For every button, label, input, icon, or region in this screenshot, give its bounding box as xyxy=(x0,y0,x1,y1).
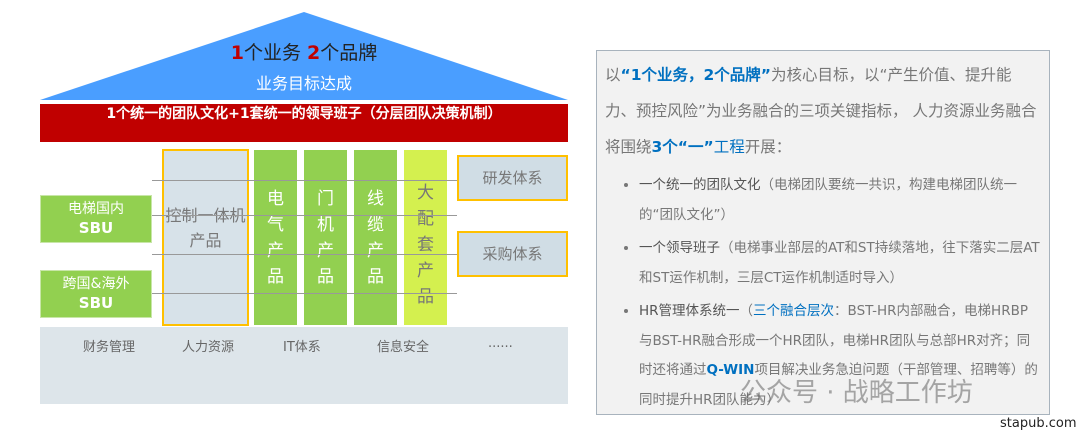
connector-line xyxy=(152,293,457,294)
base-more: ...... xyxy=(488,336,513,351)
base-band xyxy=(40,327,568,404)
roof-title: 1个业务 2个品牌 xyxy=(230,42,378,64)
watermark: 公众号 · 战略工作坊 xyxy=(740,378,973,408)
product-cable: 线缆产品 xyxy=(354,150,397,325)
base-it: IT体系 xyxy=(283,340,321,355)
product-electrical: 电气产品 xyxy=(254,150,297,325)
bullet-hr-system: HR管理体系统一（三个融合层次：BST-HR内部融合，电梯HRBP与BST-HR… xyxy=(639,297,1041,415)
connector-line xyxy=(152,215,457,216)
foundation-bar: 1个统一的团队文化+1套统一的领导班子（分层团队决策机制） xyxy=(40,104,568,142)
connector-line xyxy=(152,180,457,181)
product-door: 门机产品 xyxy=(304,150,347,325)
base-security: 信息安全 xyxy=(377,340,430,355)
product-control: 控制一体机产品 xyxy=(162,149,249,326)
intro-text: 以“1个业务，2个品牌”为核心目标，以“产生价值、提升能力、预控风险”为业务融合… xyxy=(605,66,1037,156)
connector-line xyxy=(152,254,457,255)
bullet-leadership: 一个领导班子（电梯事业部层的AT和ST持续落地，往下落实二层AT和ST运作机制，… xyxy=(639,234,1041,293)
site-label: stapub.com xyxy=(1000,416,1077,431)
roof-subtitle: 业务目标达成 xyxy=(255,74,352,93)
system-rd: 研发体系 xyxy=(457,155,568,201)
product-parts: 大配套产品 xyxy=(404,150,447,325)
base-hr: 人力资源 xyxy=(182,340,235,355)
roof-triangle xyxy=(40,12,568,100)
base-finance: 财务管理 xyxy=(83,340,136,355)
description-panel: 以“1个业务，2个品牌”为核心目标，以“产生价值、提升能力、预控风险”为业务融合… xyxy=(596,50,1050,415)
system-procurement: 采购体系 xyxy=(457,231,568,277)
bullet-culture: 一个统一的团队文化（电梯团队要统一共识，构建电梯团队统一的“团队文化”） xyxy=(639,171,1041,230)
